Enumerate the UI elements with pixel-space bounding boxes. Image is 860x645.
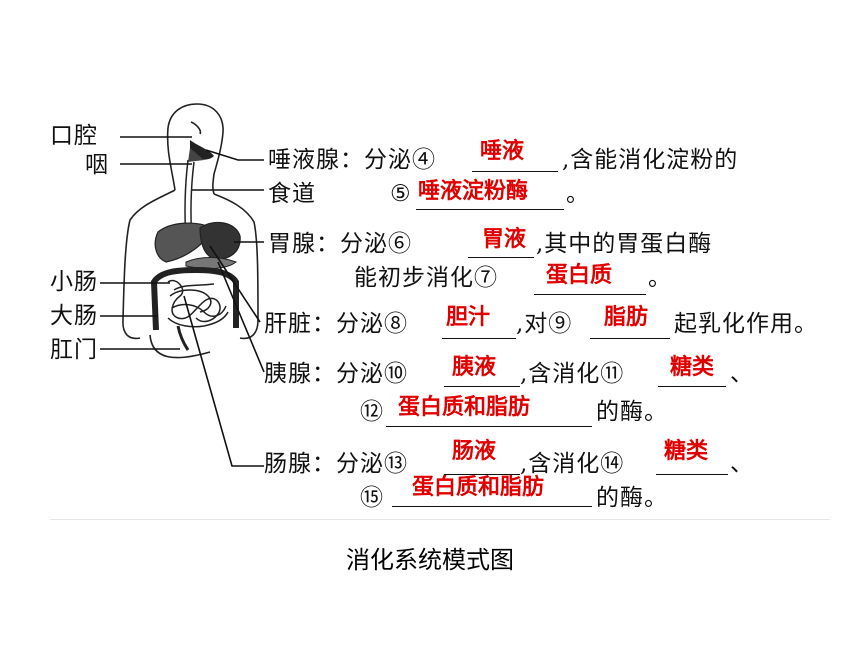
leader-lines [100, 136, 265, 467]
large-intestine-shape [150, 266, 239, 331]
pancreas2-suffix: 的酶。 [596, 399, 668, 425]
blank-13 [444, 474, 520, 475]
intestinal2-suffix: 的酶。 [596, 485, 668, 511]
answer-9: 脂肪 [604, 305, 649, 330]
liver-suffix: 起乳化作用。 [674, 311, 818, 337]
blank-12 [386, 426, 592, 427]
gastric-suffix: ,其中的胃蛋白酶 [536, 231, 713, 257]
answer-6: 胃液 [482, 227, 527, 252]
body-outline [122, 103, 259, 359]
gastric2-suffix: 。 [648, 265, 672, 291]
blank-14 [656, 474, 728, 475]
salivary2-prefix: ⑤ [390, 181, 412, 207]
small-intestine-shape [167, 279, 229, 328]
label-anus: 肛门 [50, 337, 98, 363]
salivary-suffix: ,含能消化淀粉的 [562, 147, 739, 173]
intestinal-suffix: 、 [730, 451, 754, 477]
label-mouth: 口腔 [50, 123, 98, 149]
answer-5: 唾液淀粉酶 [418, 179, 529, 204]
blank-8 [442, 338, 516, 339]
label-large-intestine: 大肠 [50, 303, 98, 329]
blank-15 [392, 506, 592, 507]
divider [50, 519, 830, 520]
pancreas-shape [185, 257, 238, 270]
answer-15: 蛋白质和脂肪 [412, 475, 545, 500]
blank-7 [534, 294, 646, 295]
blank-4 [472, 171, 558, 172]
label-esophagus: 食道 [268, 181, 316, 207]
label-pharynx: 咽 [85, 152, 109, 178]
gastric-prefix: 胃腺：分泌⑥ [268, 231, 412, 257]
pancreas-mid: ,含消化⑪ [520, 361, 625, 387]
intestinal-prefix: 肠腺：分泌⑬ [264, 451, 408, 477]
salivary2-suffix: 。 [566, 181, 590, 207]
blank-9 [590, 338, 670, 339]
answer-4: 唾液 [480, 139, 525, 164]
rectum-shape [176, 325, 190, 351]
intestinal-mid: ,含消化⑭ [520, 451, 625, 477]
stomach-shape [199, 221, 241, 260]
blank-6 [468, 257, 534, 258]
liver-prefix: 肝脏：分泌⑧ [264, 311, 408, 337]
liver-mid: ,对⑨ [516, 311, 573, 337]
pancreas2-prefix: ⑫ [360, 399, 384, 425]
answer-13: 肠液 [452, 439, 497, 464]
answer-14: 糖类 [664, 439, 709, 464]
intestinal2-prefix: ⑮ [360, 485, 384, 511]
salivary-prefix: 唾液腺：分泌④ [268, 147, 436, 173]
answer-11: 糖类 [670, 355, 715, 380]
label-small-intestine: 小肠 [50, 269, 98, 295]
pancreas-prefix: 胰腺：分泌⑩ [264, 361, 408, 387]
gastric2-prefix: 能初步消化⑦ [354, 265, 498, 291]
answer-12: 蛋白质和脂肪 [398, 395, 531, 420]
pancreas-suffix: 、 [730, 361, 754, 387]
figure-caption: 消化系统模式图 [346, 546, 514, 574]
answer-7: 蛋白质 [546, 263, 613, 288]
answer-10: 胰液 [452, 355, 497, 380]
blank-10 [444, 386, 520, 387]
answer-8: 胆汁 [446, 305, 491, 330]
blank-11 [658, 386, 726, 387]
blank-5 [416, 209, 564, 210]
mouth-shape [188, 140, 214, 162]
liver-shape [154, 222, 213, 263]
